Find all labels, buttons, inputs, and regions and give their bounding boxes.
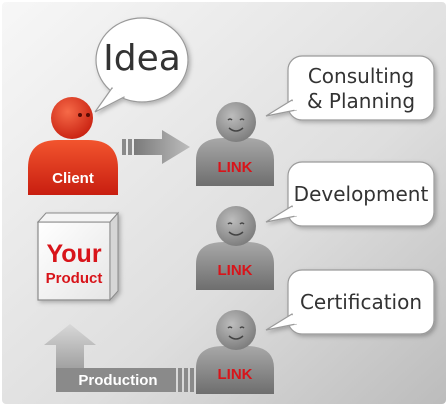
production-label: Production [78,372,158,389]
step-label-development: Development [293,182,429,206]
step-label-certification: Certification [299,290,423,314]
product-label-line2: Product [45,270,103,287]
step-label-consulting-line2: & Planning [306,89,416,113]
idea-label: Idea [103,38,181,79]
client-figure [28,97,118,195]
product-label-line1: Your [46,240,102,268]
client-label: Client [52,170,94,187]
step-label-consulting-line1: Consulting [307,64,415,88]
arrow-to-agents [122,130,190,164]
agent-figure-3 [196,310,274,394]
agent-label-1: LINK [217,159,253,176]
arrow-production [44,324,194,392]
agent-figure-2 [196,206,274,290]
step-bubble-consulting [265,55,435,121]
step-bubble-development [265,161,435,227]
step-bubble-certification [265,269,435,335]
agent-label-2: LINK [217,262,253,279]
agent-figure-1 [196,102,274,186]
product-box [36,211,120,302]
idea-bubble [94,17,189,113]
agent-label-3: LINK [217,366,253,383]
